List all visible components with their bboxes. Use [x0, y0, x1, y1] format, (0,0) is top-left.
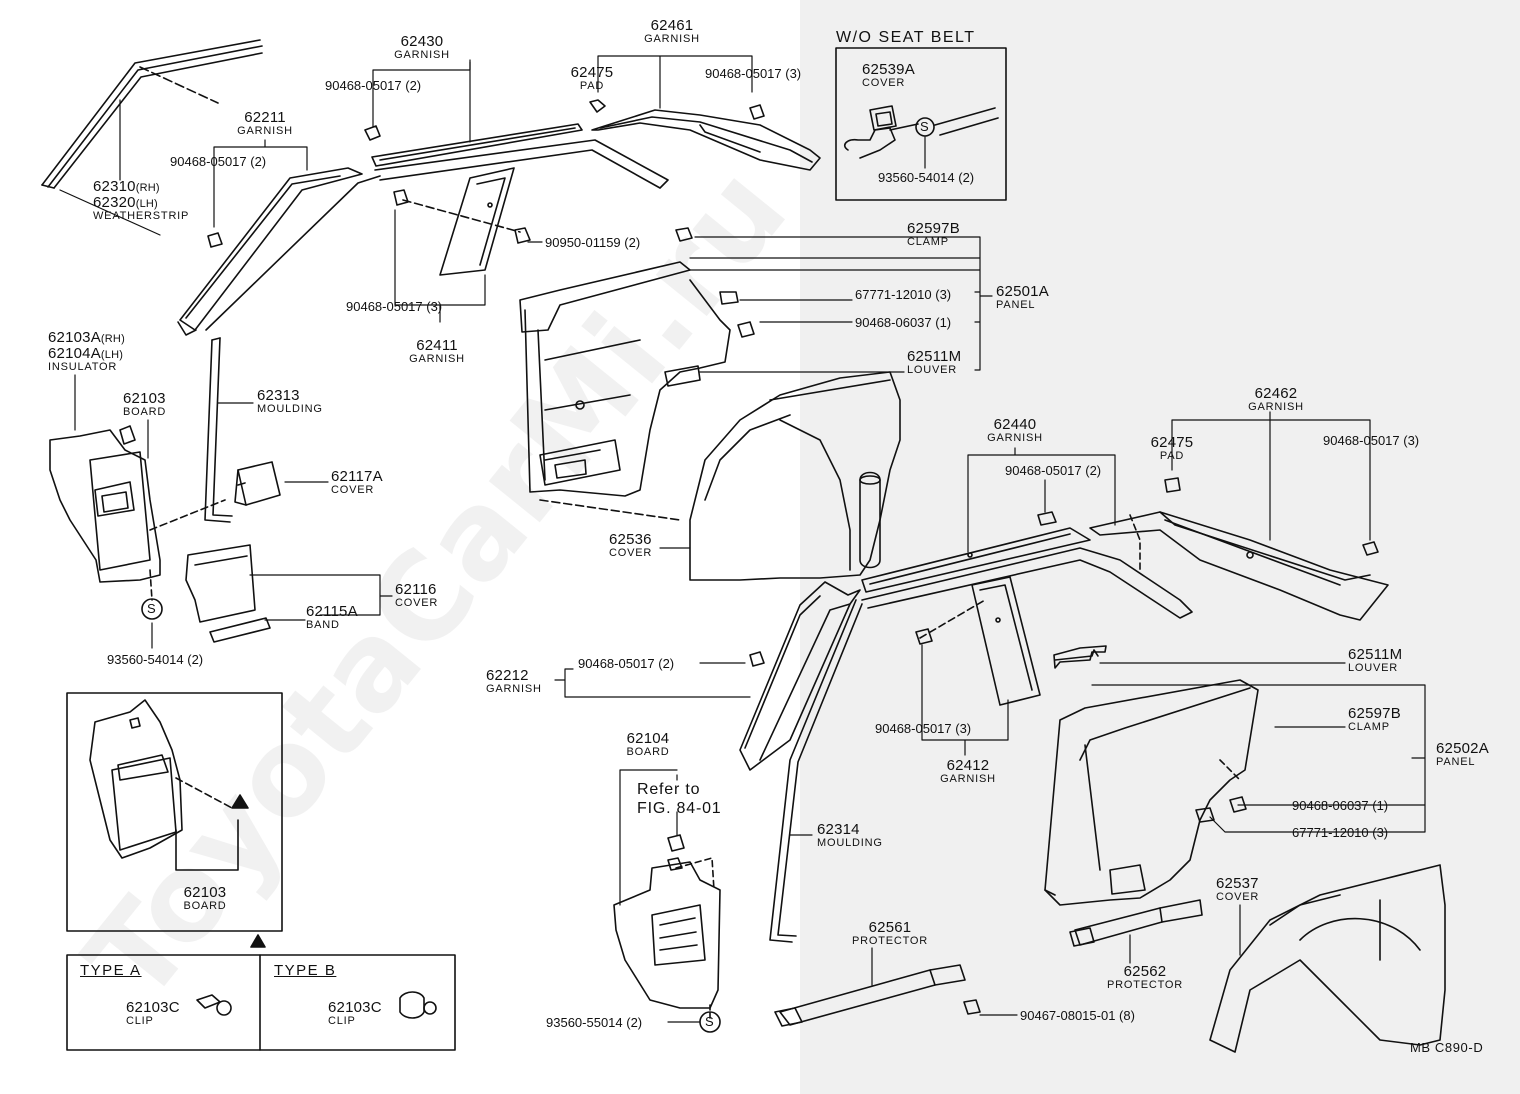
wo-seat-belt-title: W/O SEAT BELT [836, 29, 976, 46]
wo-seat-belt-symbol-s: S [920, 119, 929, 134]
symbol-s-circle-1 [141, 598, 163, 620]
symbol-s-circle-2 [699, 1011, 721, 1033]
hardware-90468-05017-d: 90468-05017 (3) [346, 299, 443, 314]
garnish-62411-drawing [402, 167, 531, 276]
hardware-67771-12010-a: 67771-12010 (3) [855, 287, 952, 302]
hardware-90468-05017-f: 90468-05017 (3) [1323, 433, 1420, 448]
refer-line-1: Refer to [637, 781, 701, 798]
figure-code: MB C890-D [1410, 1040, 1484, 1055]
panel-62501a-drawing [519, 261, 731, 521]
wo-seat-belt-screw: 93560-54014 (2) [878, 170, 975, 185]
garnish-62212-drawing [739, 581, 861, 771]
board-62104-drawing [613, 834, 721, 1019]
garnish-62461-drawing [589, 99, 821, 171]
inset-board-drawing [89, 699, 249, 871]
hardware-90468-05017-h: 90468-05017 (3) [875, 721, 972, 736]
symbol-s-1: S [147, 601, 156, 616]
garnish-62430-drawing [371, 123, 669, 189]
part-62103a-label: 62103A(RH) [48, 329, 125, 346]
refer-line-2: FIG. 84-01 [637, 800, 722, 818]
moulding-62313-drawing [204, 337, 233, 523]
garnish-62211-drawing [177, 167, 381, 336]
type-b-title: TYPE B [274, 962, 337, 979]
wo-seat-belt-box-drawing [835, 47, 1007, 201]
type-a-title: TYPE A [80, 962, 142, 979]
part-62320-label: 62320(LH)WEATHERSTRIP [93, 194, 190, 222]
hardware-93560-54014: 93560-54014 (2) [107, 652, 204, 667]
protector-62561-drawing [774, 964, 966, 1027]
hardware-90468-05017-c: 90468-05017 (2) [170, 154, 267, 169]
cover-62117a-drawing [234, 461, 281, 506]
garnish-62412-drawing [919, 576, 1041, 706]
symbol-s-2: S [705, 1014, 714, 1029]
hardware-90468-05017-g: 90468-05017 (2) [578, 656, 675, 671]
hardware-90467-08015-01: 90467-08015-01 (8) [1020, 1008, 1135, 1023]
panel-62502a-drawing [1044, 645, 1259, 906]
board-62103-drawing [49, 425, 226, 601]
type-table-drawing [66, 934, 456, 1051]
part-62310-label: 62310(RH) [93, 178, 160, 195]
hardware-90468-05017-b: 90468-05017 (3) [705, 66, 802, 81]
refer-note: Refer to FIG. 84-01 [637, 780, 721, 818]
clip-shapes [207, 104, 1379, 1015]
part-62104a-label: 62104A(LH)INSULATOR [48, 345, 124, 373]
protector-62562-drawing [1069, 899, 1203, 947]
weatherstrip-drawing [41, 39, 263, 189]
hardware-90468-05017-a: 90468-05017 (2) [325, 78, 422, 93]
garnish-62462-drawing [1089, 511, 1389, 621]
hardware-93560-55014: 93560-55014 (2) [546, 1015, 643, 1030]
hardware-67771-12010-b: 67771-12010 (3) [1292, 825, 1389, 840]
cover-62537-drawing [1209, 864, 1446, 1053]
band-62115a-drawing [209, 617, 271, 643]
leader-lines [59, 55, 1426, 1023]
hardware-90468-06037-b: 90468-06037 (1) [1292, 798, 1389, 813]
inset-box [66, 692, 283, 932]
moulding-62314-drawing [769, 599, 863, 943]
garnish-62440-drawing [861, 527, 1193, 619]
cover-62536-drawing [689, 371, 901, 581]
hardware-90950-01159: 90950-01159 (2) [545, 235, 641, 250]
cover-62116-drawing [185, 544, 256, 623]
hardware-90468-05017-e: 90468-05017 (2) [1005, 463, 1102, 478]
hardware-90468-06037-a: 90468-06037 (1) [855, 315, 952, 330]
